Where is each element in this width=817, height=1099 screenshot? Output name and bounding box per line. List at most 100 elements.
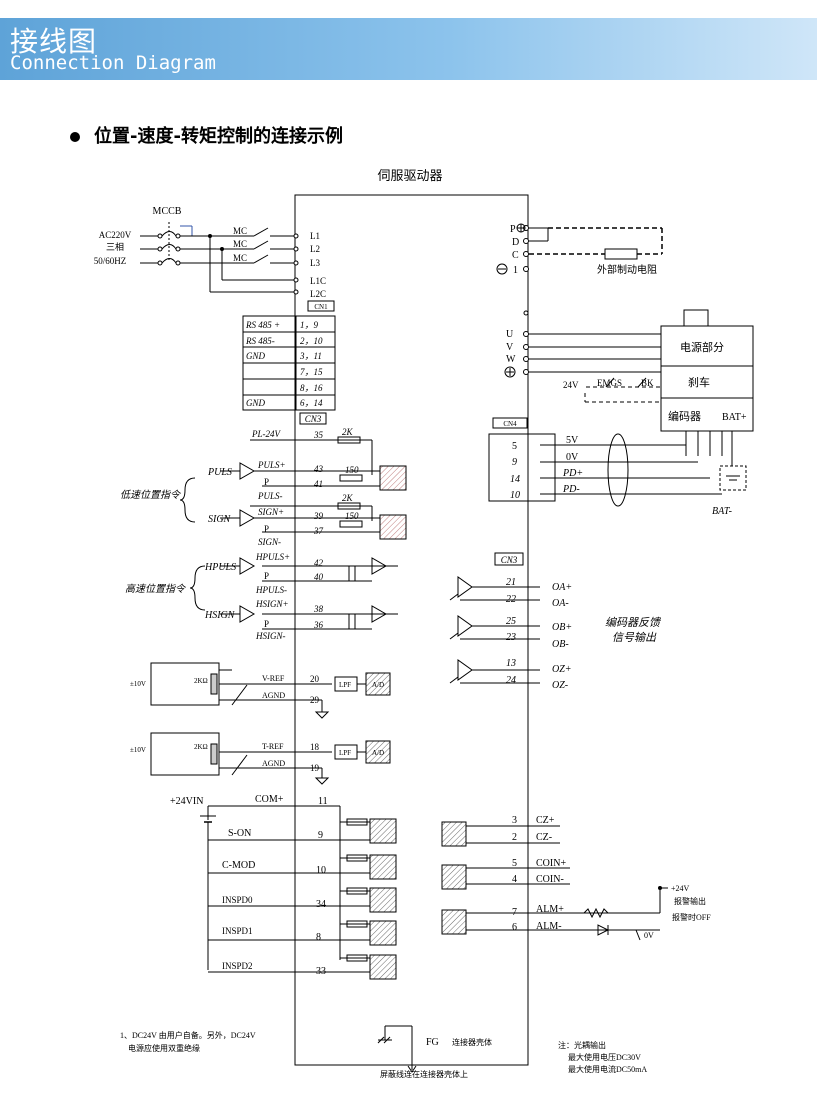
rs485-row3-label: GND: [246, 351, 266, 361]
rs485-row5-pins: 8，16: [300, 383, 323, 393]
p24v-label: +24V: [671, 884, 690, 893]
out-pin-5: 5: [512, 858, 517, 869]
out-pin-6: 6: [512, 922, 517, 933]
note-line-3: 注：光耦输出: [558, 1040, 606, 1050]
supply-label-2: 三相: [106, 241, 124, 252]
rs485-row1-label: RS 485 +: [245, 320, 280, 330]
p-mark-2: P: [264, 524, 269, 534]
out-sig-coin-plus: COIN+: [536, 858, 566, 869]
pot-label-2: 2KΩ: [194, 743, 208, 751]
rs485-row4-pins: 7，15: [300, 367, 323, 377]
cn4-sig-5v: 5V: [566, 435, 579, 446]
input-son-pin: 9: [318, 830, 323, 841]
terminal-w: W: [506, 354, 516, 365]
mccb-label: MCCB: [153, 206, 182, 217]
fb-pin-25: 25: [506, 616, 516, 627]
analog-pin-20: 20: [310, 674, 320, 684]
header-title-en: Connection Diagram: [10, 52, 216, 74]
cn4-sig-pdm: PD-: [562, 484, 580, 495]
header-banner: 接线图 Connection Diagram: [0, 18, 817, 80]
com-label: COM+: [255, 794, 284, 805]
feedback-title-2: 信号输出: [612, 631, 657, 644]
section-title: 位置-速度-转矩控制的连接示例: [94, 126, 343, 147]
r2k-label-1: 2K: [342, 427, 354, 437]
puls-label: PULS: [207, 467, 232, 478]
p-mark-3: P: [264, 571, 269, 581]
fg-label: FG: [426, 1037, 439, 1048]
pin-42: 42: [314, 558, 324, 568]
motor-power-label: 电源部分: [680, 340, 724, 354]
p-mark-1: P: [264, 477, 269, 487]
pl24v-label: PL-24V: [251, 429, 282, 439]
minus-icon: [496, 263, 508, 275]
vref-label: V-REF: [262, 674, 285, 683]
ad-label-1: A/D: [372, 681, 384, 689]
terminal-d: D: [512, 237, 519, 248]
note-line-2: 电源应使用双重绝缘: [128, 1043, 200, 1053]
shell-label: 连接器壳体: [452, 1037, 492, 1047]
cn3-out-label: CN3: [501, 555, 518, 565]
hpuls-label: HPULS: [204, 562, 236, 573]
rs485-row1-pins: 1，9: [300, 320, 319, 330]
r2k-label-2: 2K: [342, 493, 354, 503]
lpf-label-1: LPF: [339, 681, 351, 689]
out-pin-2: 2: [512, 832, 517, 843]
note-line-4: 最大使用电压DC30V: [568, 1052, 641, 1062]
analog-pin-29: 29: [310, 695, 320, 705]
rs485-row6-pins: 6，14: [300, 398, 323, 408]
terminal-c: C: [512, 250, 519, 261]
out-pin-7: 7: [512, 907, 517, 918]
feedback-title-1: 编码器反馈: [605, 616, 661, 629]
out-pin-3: 3: [512, 815, 517, 826]
terminal-l2: L2: [310, 244, 320, 254]
low-speed-label: 低速位置指令: [120, 489, 181, 501]
cn3-box: [299, 412, 327, 425]
cn4-block: [488, 417, 722, 507]
cn4-sig-0v: 0V: [566, 452, 579, 463]
input-son-label: S-ON: [228, 828, 251, 839]
bullet-icon: [70, 132, 80, 142]
ad-label-2: A/D: [372, 749, 384, 757]
rs485-row6-label: GND: [246, 398, 266, 408]
fb-sig-ob-minus: OB-: [552, 639, 569, 650]
brake-resistor-label: 外部制动电阻: [597, 263, 657, 276]
terminal-p: P: [510, 224, 516, 235]
out-sig-cz-plus: CZ+: [536, 815, 555, 826]
alarm-off-label: 报警时OFF: [672, 912, 711, 922]
motor-encoder-label: 编码器: [668, 409, 701, 423]
bat-plus-label: BAT+: [722, 412, 747, 423]
pin-37: 37: [313, 526, 324, 536]
supply-label-3: 50/60HZ: [94, 256, 127, 266]
fb-sig-oa-plus: OA+: [552, 582, 572, 593]
pin-label-hpuls-plus: HPULS+: [255, 552, 290, 562]
input-cmod-pin: 10: [316, 865, 326, 876]
brake-terminals: [523, 225, 663, 272]
input-inspd0-pin: 34: [316, 899, 326, 910]
cn1-box: [307, 300, 335, 312]
input-inspd2-label: INSPD2: [222, 961, 253, 971]
pin-38: 38: [313, 604, 324, 614]
agnd-label-2: AGND: [262, 759, 285, 768]
ground-icon: [504, 366, 516, 378]
hsign-label: HSIGN: [204, 610, 236, 621]
fb-sig-oz-minus: OZ-: [552, 680, 568, 691]
fb-sig-oz-plus: OZ+: [552, 664, 572, 675]
feedback-drivers: [449, 576, 540, 684]
terminal-1: 1: [513, 265, 518, 276]
driver-title: 伺服驱动器: [377, 168, 442, 183]
fb-sig-ob-plus: OB+: [552, 622, 572, 633]
v10-label-1: ±10V: [130, 680, 146, 688]
analog-pin-19: 19: [310, 763, 320, 773]
zero-v-label: 0V: [644, 931, 654, 940]
mc-label-1: MC: [233, 226, 247, 236]
rs485-row3-pins: 3，11: [299, 351, 322, 361]
digital-output-wiring: [441, 821, 668, 941]
input-cmod-label: C-MOD: [222, 860, 255, 871]
note-line-1: 1、DC24V 由用户自备。另外，DC24V: [120, 1030, 256, 1040]
terminal-u: U: [506, 329, 514, 340]
brake-24v-label: 24V: [563, 380, 579, 390]
header-title-zh: 接线图: [10, 25, 98, 58]
pin-label-hpuls-minus: HPULS-: [255, 585, 287, 595]
motor-brake-label: 刹车: [688, 375, 710, 389]
